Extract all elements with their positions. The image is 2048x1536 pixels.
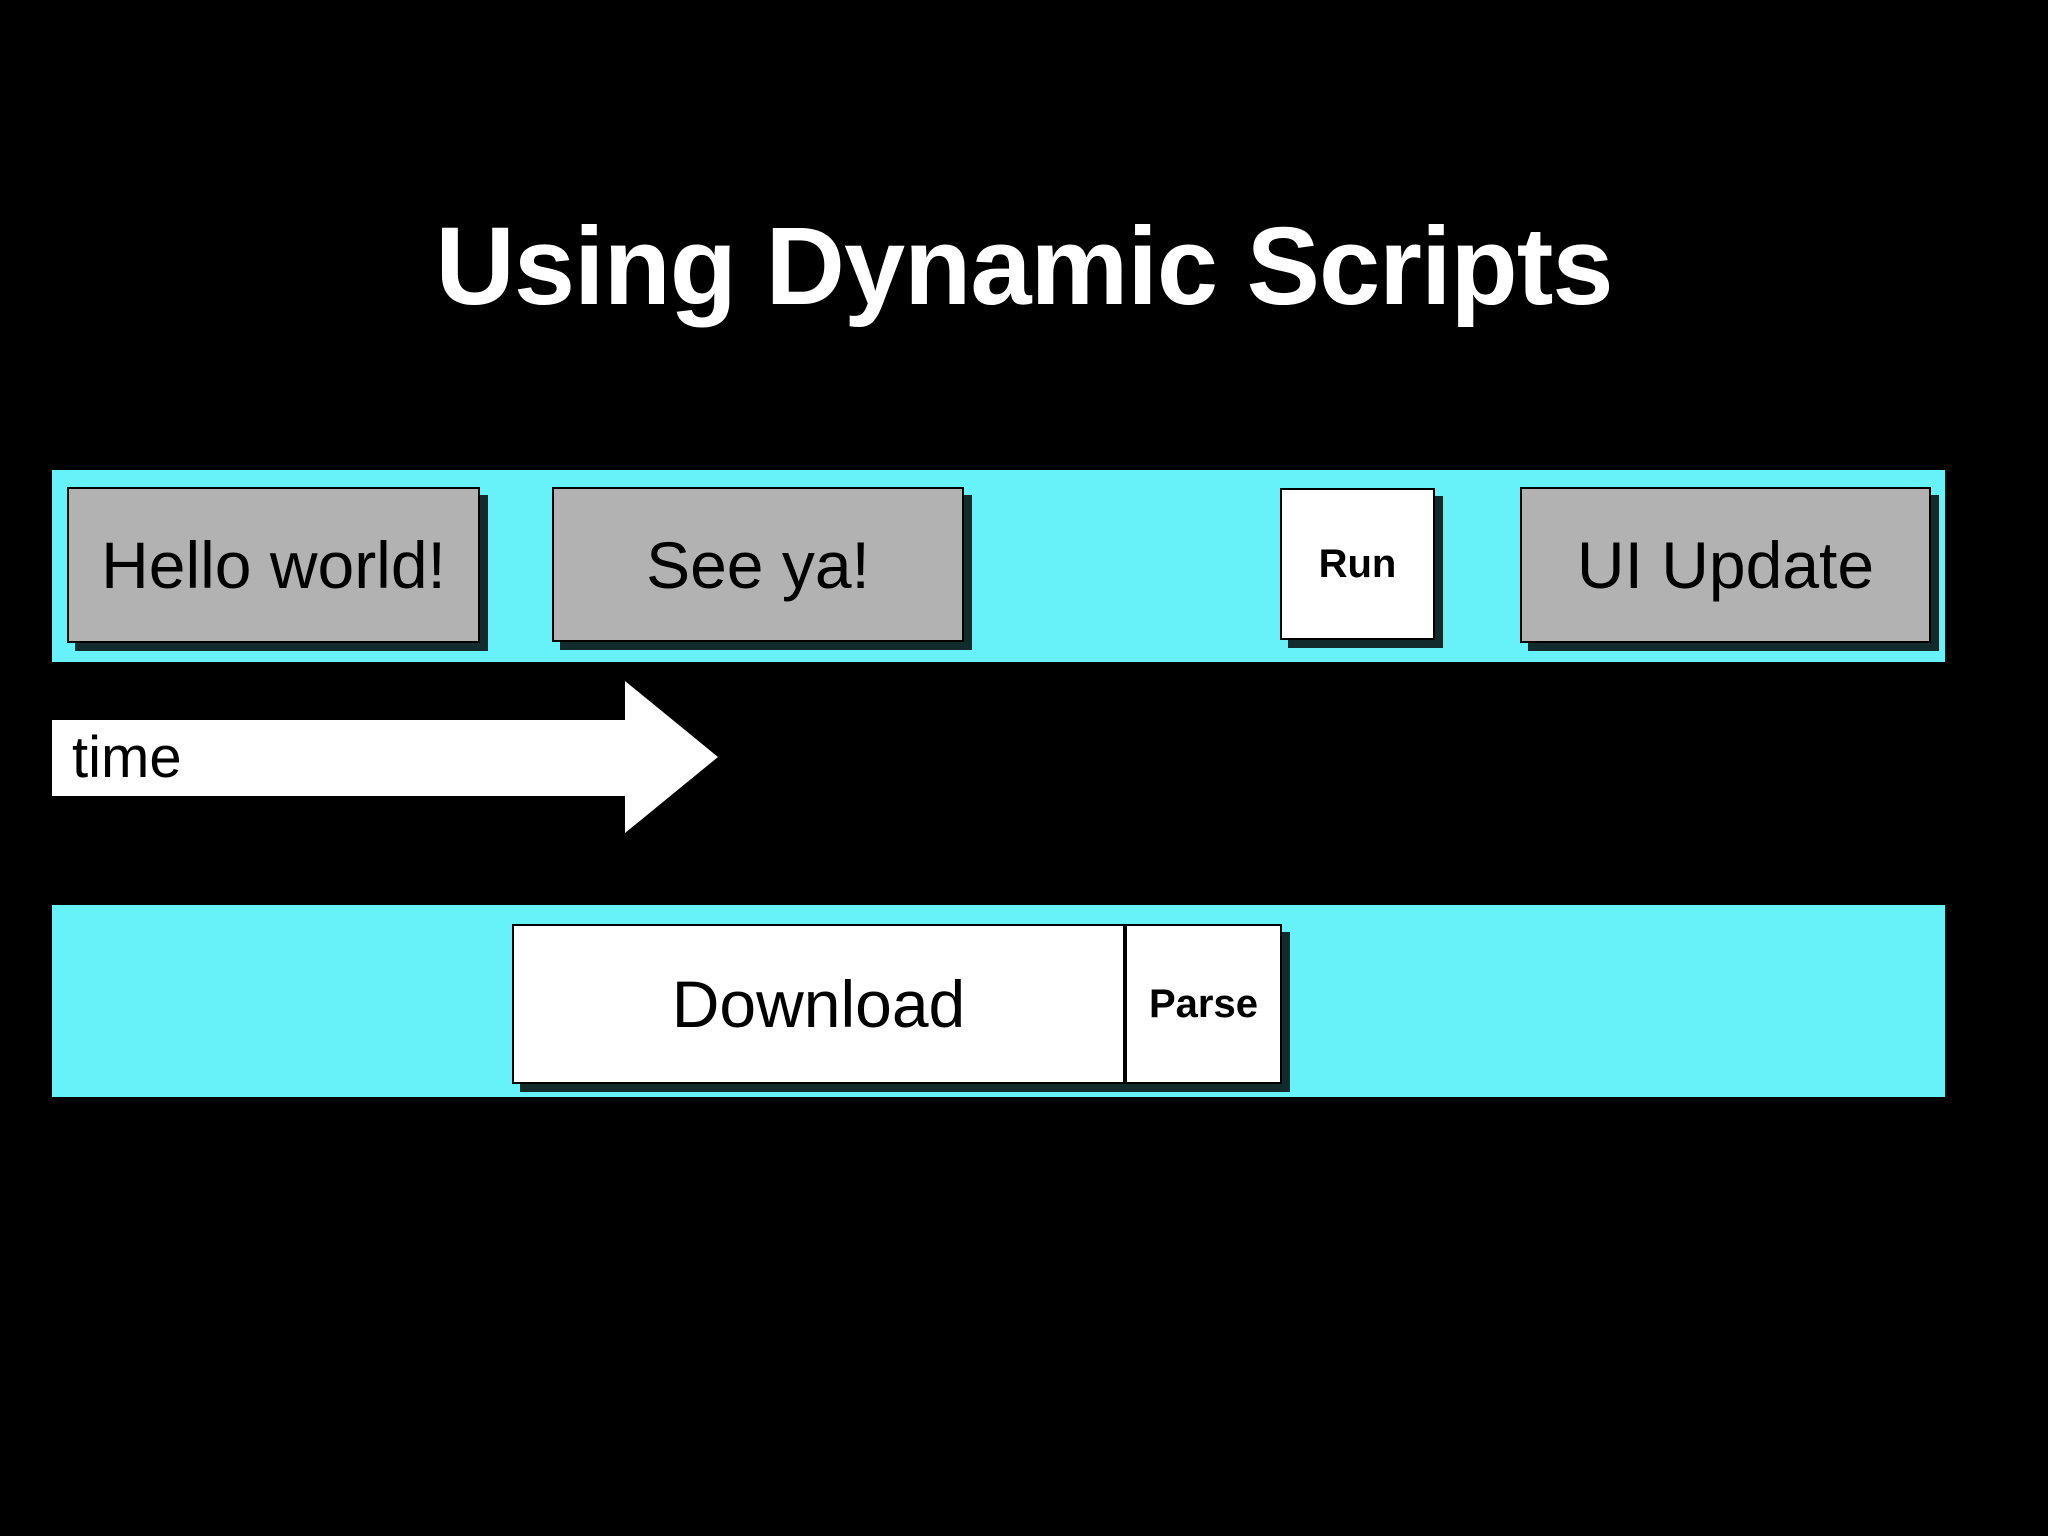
time-label: time	[72, 725, 182, 790]
time-arrow-head-icon	[625, 681, 718, 833]
download-label: Download	[671, 967, 966, 1041]
main-timeline-bar: Hello world! See ya! Run UI Update	[52, 470, 1945, 662]
time-arrow-shaft: time	[52, 720, 625, 796]
hello-world-label: Hello world!	[101, 528, 446, 602]
run-label: Run	[1318, 541, 1397, 586]
background-timeline-bar: Download Parse	[52, 905, 1945, 1097]
download-block: Download	[512, 924, 1125, 1084]
slide-title: Using Dynamic Scripts	[435, 204, 1613, 328]
see-ya-label: See ya!	[646, 527, 870, 602]
run-block: Run	[1280, 488, 1435, 640]
hello-world-block: Hello world!	[67, 487, 480, 643]
ui-update-label: UI Update	[1576, 528, 1875, 602]
see-ya-block: See ya!	[552, 487, 964, 642]
ui-update-block: UI Update	[1520, 487, 1931, 643]
parse-block: Parse	[1125, 924, 1282, 1084]
parse-label: Parse	[1149, 981, 1258, 1026]
